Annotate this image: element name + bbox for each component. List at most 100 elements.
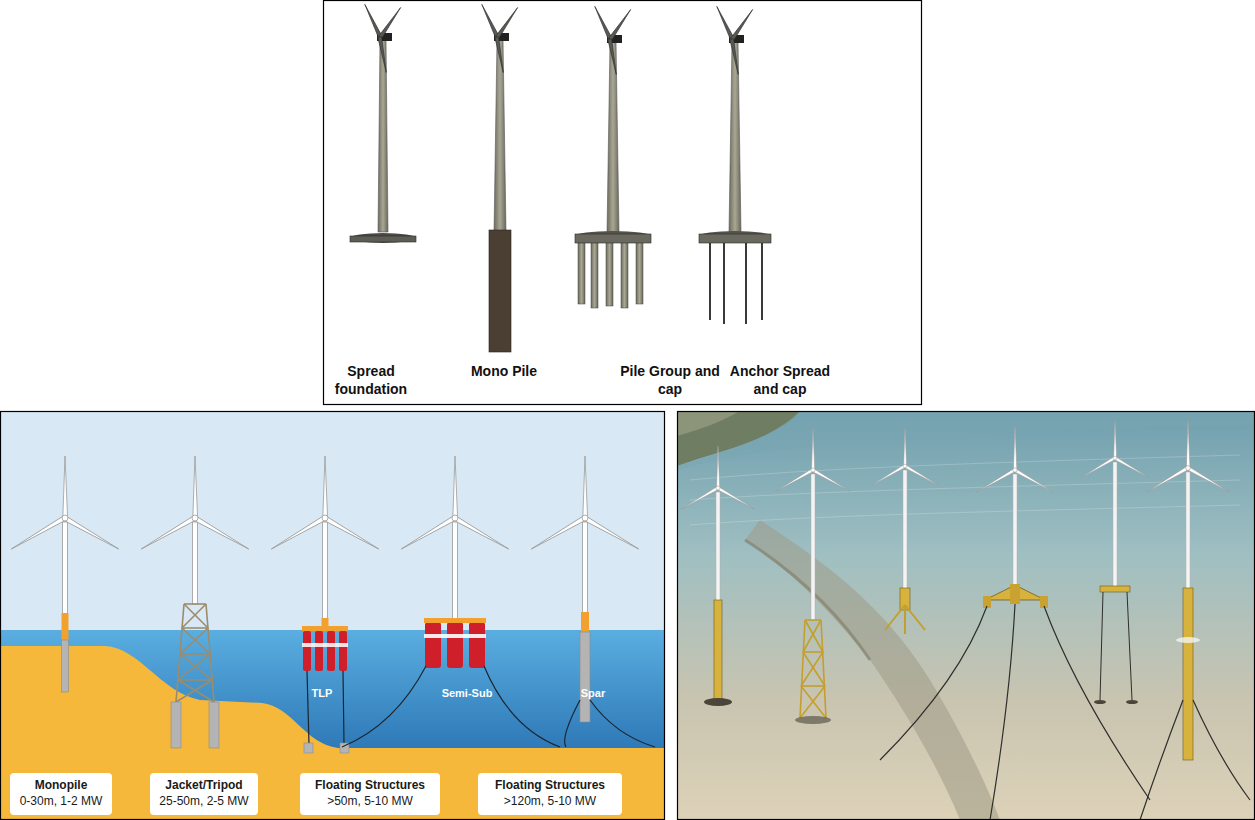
illustration-line — [821, 620, 826, 718]
illustration-line — [182, 627, 208, 629]
illustration-line — [184, 603, 206, 605]
structure-label: Semi-Sub — [442, 686, 493, 700]
box-detail: >50m, 5-10 MW — [308, 793, 432, 809]
illustration-rect — [677, 411, 1255, 820]
illustration-line — [182, 604, 206, 628]
illustration-line — [176, 680, 212, 702]
illustration-rect — [339, 631, 347, 671]
illustration-line — [178, 654, 210, 680]
illustration-line — [1100, 592, 1103, 700]
illustration-rect — [453, 522, 458, 620]
illustration-path — [745, 520, 1000, 820]
illustration-line — [801, 685, 825, 687]
box-detail: 0-30m, 1-2 MW — [18, 793, 104, 809]
anchor-spread-turbine — [699, 5, 771, 324]
illustration-line — [709, 242, 711, 320]
illustration-line — [184, 604, 208, 628]
illustration-rect — [315, 631, 323, 671]
illustration-path — [342, 666, 426, 747]
illustration-line — [801, 686, 826, 718]
illustration-path — [565, 700, 580, 747]
illustration-path — [745, 540, 870, 660]
illustration-path — [690, 480, 1240, 500]
box-heading: Floating Structures — [308, 777, 432, 793]
box-heading: Floating Structures — [486, 777, 614, 793]
illustration-line — [801, 652, 823, 686]
illustration-use — [270, 456, 380, 551]
illustration-g — [885, 605, 925, 634]
illustration-rect — [0, 630, 665, 820]
illustration-line — [745, 242, 747, 324]
illustration-rect — [1183, 588, 1193, 760]
illustration-rect — [699, 234, 771, 243]
illustration-rect — [447, 622, 463, 668]
illustration-use — [400, 456, 510, 551]
offshore-render — [677, 411, 1255, 820]
illustration-rect — [591, 242, 598, 308]
box-detail: >120m, 5-10 MW — [486, 793, 614, 809]
illustration-ellipse — [1126, 700, 1138, 704]
illustration-line — [803, 620, 821, 652]
illustration-rect — [469, 622, 485, 668]
pile-group-turbine — [575, 5, 651, 308]
illustration-g — [176, 604, 214, 702]
foundation-label: Mono Pile — [458, 362, 550, 380]
illustration-line — [178, 679, 212, 681]
label-box: Floating Structures>50m, 5-10 MW — [300, 773, 440, 815]
illustration-line — [180, 653, 210, 655]
illustration-rect — [324, 1, 922, 405]
illustration-g — [303, 631, 347, 671]
illustration-line — [800, 686, 825, 718]
illustration-ellipse — [795, 716, 831, 724]
illustration-rect — [323, 522, 328, 622]
illustration-path — [677, 411, 1255, 470]
illustration-rect — [636, 242, 643, 304]
illustration-rect — [716, 492, 720, 604]
illustration-rect — [578, 242, 585, 304]
box-detail: 25-50m, 2-5 MW — [158, 793, 250, 809]
illustration-rect — [489, 230, 511, 352]
illustration-rect — [302, 643, 348, 647]
illustration-line — [803, 652, 825, 686]
illustration-path — [690, 455, 1240, 480]
label-box: Jacket/Tripod25-50m, 2-5 MW — [150, 773, 258, 815]
illustration-rect — [1186, 472, 1190, 590]
illustration-g — [425, 622, 485, 668]
illustration-line — [1127, 592, 1132, 700]
box-heading: Monopile — [18, 777, 104, 793]
illustration-use — [776, 428, 851, 493]
illustration-rect — [811, 474, 815, 620]
illustration-ellipse — [1094, 700, 1106, 704]
foundation-label: Anchor Spread and cap — [724, 362, 836, 398]
illustration-rect — [581, 612, 589, 632]
illustration-line — [904, 605, 906, 634]
illustration-use — [871, 428, 939, 487]
label-box: Monopile0-30m, 1-2 MW — [10, 773, 112, 815]
illustration-rect — [575, 234, 651, 243]
illustration-use — [681, 446, 756, 511]
illustration-use — [530, 456, 640, 551]
illustration-rect — [1013, 474, 1017, 588]
illustration-rect — [425, 622, 441, 668]
illustration-rect — [62, 640, 69, 692]
illustration-rect — [303, 631, 311, 671]
illustration-path — [990, 604, 1015, 820]
illustration-path — [1193, 700, 1250, 800]
illustration-path — [1140, 700, 1183, 820]
spread-foundation-turbine — [350, 3, 416, 243]
illustration-use — [1081, 420, 1149, 479]
illustration-line — [307, 671, 309, 744]
illustration-line — [905, 605, 925, 630]
illustration-rect — [302, 626, 348, 631]
illustration-ellipse — [1176, 637, 1200, 643]
illustration-rect — [209, 702, 219, 748]
illustration-line — [803, 651, 823, 653]
structure-label: TLP — [312, 686, 333, 700]
illustration-rect — [193, 522, 198, 604]
top-panel — [324, 1, 922, 405]
illustration-rect — [327, 631, 335, 671]
illustration-rect — [1010, 584, 1020, 604]
mono-pile-turbine — [480, 3, 519, 352]
